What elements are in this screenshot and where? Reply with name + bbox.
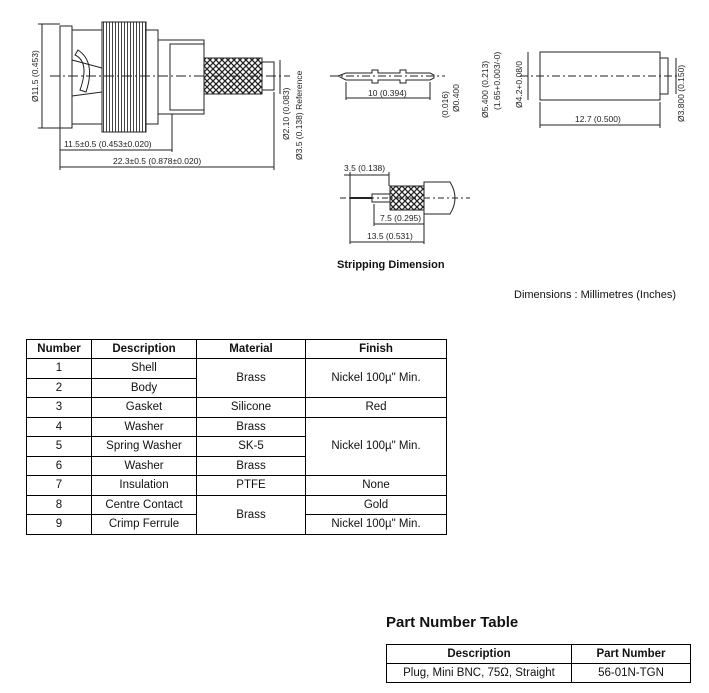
- dim-reference-diameter: Ø3.5 (0.138) Reference: [294, 70, 304, 160]
- dim-strip-2: 7.5 (0.295): [380, 213, 421, 223]
- cell-pn-description: Plug, Mini BNC, 75Ω, Straight: [386, 663, 572, 683]
- header-pn-description: Description: [386, 644, 572, 664]
- cell-description: Centre Contact: [91, 494, 197, 515]
- technical-drawings: Ø11.5 (0.453) Ø2.10 (0.083) Ø3.5 (0.138)…: [30, 21, 686, 244]
- cell-number: 1: [26, 358, 92, 379]
- cell-finish: Red: [305, 397, 447, 418]
- connector-drawing: Ø11.5 (0.453) Ø2.10 (0.083) Ø3.5 (0.138)…: [30, 21, 304, 170]
- cell-part-number: 56-01N-TGN: [571, 663, 691, 683]
- dim-short-length: 11.5±0.5 (0.453±0.020): [64, 139, 152, 149]
- cell-description: Crimp Ferrule: [91, 514, 197, 535]
- cell-description: Spring Washer: [91, 436, 197, 457]
- header-material: Material: [196, 339, 306, 359]
- cell-number: 5: [26, 436, 92, 457]
- table-row: 8 Centre Contact Brass Gold: [26, 494, 447, 535]
- table-row: 4 Washer Brass Nickel 100µ" Min.: [26, 416, 447, 476]
- cell-number: 7: [26, 475, 92, 496]
- cell-description: Shell: [91, 358, 197, 379]
- cell-description: Gasket: [91, 397, 197, 418]
- dim-ferrule-outer: Ø5.400 (0.213): [480, 61, 490, 118]
- cell-finish: Nickel 100µ" Min.: [305, 514, 447, 535]
- cell-finish: Nickel 100µ" Min.: [305, 416, 447, 476]
- dim-ferrule-inner: Ø4.2+0.08/0: [514, 61, 524, 108]
- spec-table: Number Description Material Finish 1 She…: [26, 339, 447, 535]
- dim-total-length: 22.3±0.5 (0.878±0.020): [113, 156, 201, 166]
- dim-ferrule-length: 12.7 (0.500): [575, 114, 621, 124]
- stripping-caption: Stripping Dimension: [337, 259, 445, 271]
- part-number-header-row: Description Part Number: [386, 644, 691, 664]
- table-row: 9 Crimp Ferrule Nickel 100µ" Min.: [26, 514, 447, 535]
- cell-material: Brass: [196, 494, 306, 535]
- cell-finish: Nickel 100µ" Min.: [305, 358, 447, 398]
- header-number: Number: [26, 339, 92, 359]
- cell-material: PTFE: [196, 475, 306, 496]
- centre-pin-drawing: 10 (0.394) (0.016) Ø0.400: [330, 69, 461, 118]
- dim-ferrule-diameter: Ø2.10 (0.083): [281, 87, 291, 140]
- dim-strip-3: 13.5 (0.531): [367, 231, 413, 241]
- cell-description: Insulation: [91, 475, 197, 496]
- cell-material: Silicone: [196, 397, 306, 418]
- cell-description: Body: [91, 377, 197, 398]
- dim-pin-diameter-2: Ø0.400: [451, 84, 461, 112]
- cell-number: 2: [26, 377, 92, 398]
- header-part-number: Part Number: [571, 644, 691, 664]
- table-row: 1 Shell Brass Nickel 100µ" Min.: [26, 358, 447, 398]
- cell-description: Washer: [91, 416, 197, 437]
- header-finish: Finish: [305, 339, 447, 359]
- dim-pin-diameter: (0.016): [440, 91, 450, 118]
- units-note: Dimensions : Millimetres (Inches): [514, 289, 676, 301]
- spec-header-row: Number Description Material Finish: [26, 339, 447, 359]
- table-row: 3 Gasket Silicone Red: [26, 397, 447, 418]
- stripping-drawing: 3.5 (0.138) 7.5 (0.295) 13.5 (0.531): [340, 163, 470, 244]
- cell-material: Brass: [196, 416, 306, 437]
- dim-pin-length: 10 (0.394): [368, 88, 407, 98]
- part-number-table-title: Part Number Table: [386, 614, 519, 631]
- dim-strip-1: 3.5 (0.138): [344, 163, 385, 173]
- part-number-table: Description Part Number Plug, Mini BNC, …: [386, 644, 691, 683]
- table-row: 6 Washer Brass: [26, 455, 447, 476]
- cell-number: 3: [26, 397, 92, 418]
- cell-number: 8: [26, 494, 92, 515]
- table-row: Plug, Mini BNC, 75Ω, Straight 56-01N-TGN: [386, 663, 691, 683]
- dim-ferrule-right: Ø3.800 (0.150): [676, 65, 686, 122]
- cell-number: 6: [26, 455, 92, 476]
- cell-description: Washer: [91, 455, 197, 476]
- cell-material: Brass: [196, 358, 306, 398]
- cell-number: 4: [26, 416, 92, 437]
- cell-finish: Gold: [305, 494, 447, 515]
- dim-ferrule-tolerance: (1.65+0.003/-0): [492, 51, 502, 110]
- header-description: Description: [91, 339, 197, 359]
- table-row: 7 Insulation PTFE None: [26, 475, 447, 496]
- ferrule-drawing: 12.7 (0.500) Ø5.400 (0.213) (1.65+0.003/…: [480, 51, 686, 128]
- cell-number: 9: [26, 514, 92, 535]
- cell-material: Brass: [196, 455, 306, 476]
- cell-material: SK-5: [196, 436, 306, 457]
- dim-body-diameter: Ø11.5 (0.453): [30, 50, 40, 102]
- cell-finish: None: [305, 475, 447, 496]
